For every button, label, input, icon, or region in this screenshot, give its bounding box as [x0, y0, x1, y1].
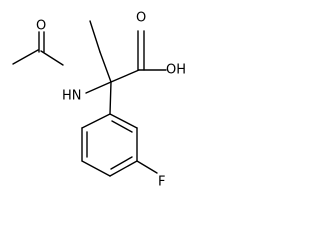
- molecule-structure: O HN O OH F: [12, 11, 186, 190]
- ring-bond-4: [81, 160, 111, 177]
- nh-label: HN: [62, 89, 82, 104]
- ring-bond-3: [109, 160, 138, 177]
- ring-bond-1: [109, 113, 138, 129]
- atom-labels: O HN O OH F: [36, 11, 186, 190]
- acetyl-amide-bond: [40, 50, 64, 66]
- carboxylic-acid-group: [110, 30, 167, 83]
- nh-to-quaternary-carbon-bond: [85, 81, 112, 94]
- ring-attachment-bond: [109, 81, 112, 115]
- ethyl-bond-2: [89, 20, 101, 53]
- ring-inner-double-bond-1: [111, 120, 133, 133]
- fluorophenyl-ring: [81, 81, 158, 177]
- acid-carbon-bond: [110, 69, 140, 83]
- acetyl-methyl-bond: [12, 49, 39, 65]
- ring-bond-6: [81, 113, 111, 129]
- hydroxyl-label: OH: [166, 63, 186, 78]
- amine-link: [85, 81, 112, 94]
- ethyl-bond-1: [99, 51, 112, 83]
- fluorine-label: F: [158, 175, 165, 190]
- acetyl-oxygen-label: O: [36, 19, 46, 34]
- acid-oxygen-label: O: [136, 11, 146, 26]
- acetyl-group: [12, 31, 64, 66]
- fluorine-bond: [136, 160, 158, 174]
- ethyl-group: [89, 20, 112, 83]
- ring-inner-double-bond-2: [110, 156, 133, 170]
